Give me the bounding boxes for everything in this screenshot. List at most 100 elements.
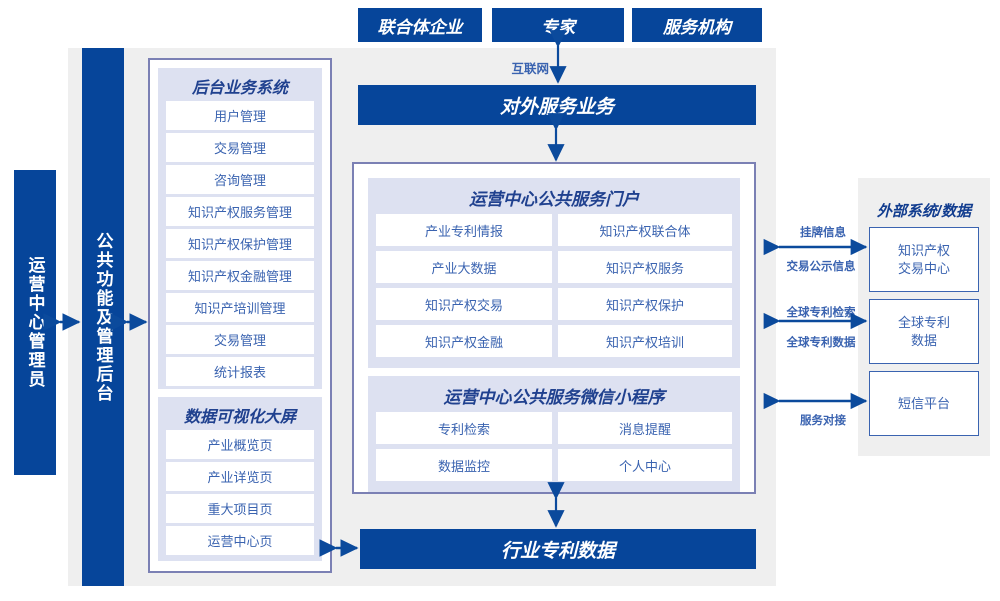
backend-item-label: 知识产权保护管理 [187, 237, 292, 252]
external-system-label-line2: 交易中心 [897, 260, 950, 276]
left-column-common-backend[interactable]: 公共功能及管理后台 [82, 48, 124, 586]
left-column-label: 公共功能及管理后台 [93, 231, 113, 403]
mini-program-item-label: 数据监控 [437, 458, 490, 474]
portal-item[interactable]: 产业专利情报 [376, 214, 552, 246]
top-actor-label: 联合体企业 [377, 17, 463, 37]
portal-item[interactable]: 知识产权服务 [558, 251, 732, 283]
data-visualization-title-text: 数据可视化大屏 [183, 409, 296, 426]
portal-item-label: 知识产权金融 [424, 334, 503, 350]
external-flow-label-service-docking: 服务对接 [782, 412, 864, 428]
public-portal-title-text: 运营中心公共服务门户 [469, 189, 639, 209]
internet-label-text: 互联网 [511, 61, 549, 76]
portal-item-label: 产业大数据 [431, 260, 497, 276]
backend-system-title-text: 后台业务系统 [191, 80, 288, 97]
backend-item-label: 用户管理 [213, 109, 266, 124]
portal-item[interactable]: 知识产权联合体 [558, 214, 732, 246]
backend-item-label: 交易管理 [213, 141, 266, 156]
external-flow-label-listing-info: 挂牌信息 [782, 224, 864, 240]
external-flow-label-trade-public-info: 交易公示信息 [776, 258, 866, 274]
mini-program-title: 运营中心公共服务微信小程序 [368, 382, 740, 408]
visualization-item[interactable]: 运营中心页 [166, 526, 314, 555]
portal-item-label: 知识产权保护 [605, 297, 684, 313]
backend-item[interactable]: 统计报表 [166, 357, 314, 386]
mini-program-item-label: 消息提醒 [618, 421, 671, 437]
visualization-item-label: 产业详览页 [207, 470, 273, 485]
top-actor-service-agency[interactable]: 服务机构 [632, 8, 762, 42]
internet-connector-label: 互联网 [487, 58, 549, 76]
mini-program-title-text: 运营中心公共服务微信小程序 [443, 387, 665, 407]
external-systems-title-text: 外部系统/数据 [876, 202, 972, 220]
visualization-item-label: 产业概览页 [207, 438, 273, 453]
portal-item-label: 产业专利情报 [424, 223, 503, 239]
portal-item-label: 知识产权服务 [605, 260, 684, 276]
visualization-item-label: 运营中心页 [207, 534, 273, 549]
portal-item[interactable]: 知识产权保护 [558, 288, 732, 320]
external-system-sms-platform[interactable]: 短信平台 [869, 371, 979, 436]
backend-item[interactable]: 知识产权服务管理 [166, 197, 314, 226]
external-system-global-patent-data[interactable]: 全球专利 数据 [869, 299, 979, 364]
external-flow-in-text: 全球专利数据 [786, 337, 856, 349]
backend-item-label: 统计报表 [213, 365, 266, 380]
portal-item[interactable]: 产业大数据 [376, 251, 552, 283]
external-system-label-line1: 全球专利 [897, 314, 950, 330]
portal-item-label: 知识产权培训 [605, 334, 684, 350]
portal-item[interactable]: 知识产权金融 [376, 325, 552, 357]
public-portal-panel: 运营中心公共服务门户 产业专利情报 知识产权联合体 产业大数据 知识产权服务 知… [368, 178, 740, 368]
backend-item[interactable]: 用户管理 [166, 101, 314, 130]
mini-program-panel: 运营中心公共服务微信小程序 专利检索 消息提醒 数据监控 个人中心 [368, 376, 740, 492]
center-portal-group: 运营中心公共服务门户 产业专利情报 知识产权联合体 产业大数据 知识产权服务 知… [352, 162, 756, 494]
backend-visualization-group: 后台业务系统 用户管理 交易管理 咨询管理 知识产权服务管理 知识产权保护管理 … [148, 58, 332, 573]
external-flow-out-text: 挂牌信息 [800, 227, 846, 239]
backend-system-title: 后台业务系统 [158, 74, 322, 98]
top-actor-expert[interactable]: 专家 [492, 8, 624, 42]
mini-program-item-label: 专利检索 [437, 421, 490, 437]
top-actor-union-enterprise[interactable]: 联合体企业 [358, 8, 482, 42]
external-flow-in-text: 交易公示信息 [786, 261, 856, 273]
portal-item-label: 知识产权交易 [424, 297, 503, 313]
top-actor-label: 服务机构 [663, 17, 731, 37]
external-system-label-line1: 短信平台 [897, 395, 950, 411]
portal-item[interactable]: 知识产权培训 [558, 325, 732, 357]
external-service-bar[interactable]: 对外服务业务 [358, 85, 756, 125]
visualization-item[interactable]: 产业概览页 [166, 430, 314, 459]
external-system-label-line1: 知识产权 [897, 242, 950, 258]
external-system-label-line2: 数据 [910, 332, 937, 348]
portal-item[interactable]: 知识产权交易 [376, 288, 552, 320]
left-column-label: 运营中心管理员 [25, 256, 45, 389]
industry-patent-data-bar[interactable]: 行业专利数据 [360, 529, 756, 569]
data-visualization-title: 数据可视化大屏 [158, 403, 322, 427]
external-flow-label-global-patent-search: 全球专利检索 [776, 304, 866, 320]
backend-item[interactable]: 交易管理 [166, 133, 314, 162]
backend-item-label: 知识产培训管理 [194, 301, 286, 316]
backend-item[interactable]: 知识产培训管理 [166, 293, 314, 322]
backend-item[interactable]: 咨询管理 [166, 165, 314, 194]
mini-program-item[interactable]: 专利检索 [376, 412, 552, 444]
backend-item-label: 知识产权金融管理 [187, 269, 292, 284]
external-flow-in-text: 服务对接 [800, 415, 846, 427]
public-portal-title: 运营中心公共服务门户 [368, 184, 740, 210]
mini-program-item[interactable]: 数据监控 [376, 449, 552, 481]
backend-item[interactable]: 知识产权金融管理 [166, 261, 314, 290]
industry-patent-data-label: 行业专利数据 [500, 540, 615, 562]
mini-program-item-label: 个人中心 [618, 458, 671, 474]
left-column-operator-admin[interactable]: 运营中心管理员 [14, 170, 56, 475]
mini-program-item[interactable]: 消息提醒 [558, 412, 732, 444]
top-actor-label: 专家 [541, 17, 575, 37]
visualization-item-label: 重大项目页 [207, 502, 273, 517]
external-flow-out-text: 全球专利检索 [786, 307, 856, 319]
visualization-item[interactable]: 重大项目页 [166, 494, 314, 523]
backend-item-label: 咨询管理 [213, 173, 266, 188]
external-system-ip-exchange[interactable]: 知识产权 交易中心 [869, 227, 979, 292]
visualization-item[interactable]: 产业详览页 [166, 462, 314, 491]
external-systems-title: 外部系统/数据 [858, 198, 990, 222]
backend-item-label: 知识产权服务管理 [187, 205, 292, 220]
backend-item-label: 交易管理 [213, 333, 266, 348]
external-flow-label-global-patent-data: 全球专利数据 [776, 334, 866, 350]
backend-system-panel: 后台业务系统 用户管理 交易管理 咨询管理 知识产权服务管理 知识产权保护管理 … [158, 68, 322, 389]
data-visualization-panel: 数据可视化大屏 产业概览页 产业详览页 重大项目页 运营中心页 [158, 397, 322, 561]
external-service-label: 对外服务业务 [499, 96, 614, 118]
backend-item[interactable]: 知识产权保护管理 [166, 229, 314, 258]
portal-item-label: 知识产权联合体 [599, 223, 691, 239]
mini-program-item[interactable]: 个人中心 [558, 449, 732, 481]
backend-item[interactable]: 交易管理 [166, 325, 314, 354]
